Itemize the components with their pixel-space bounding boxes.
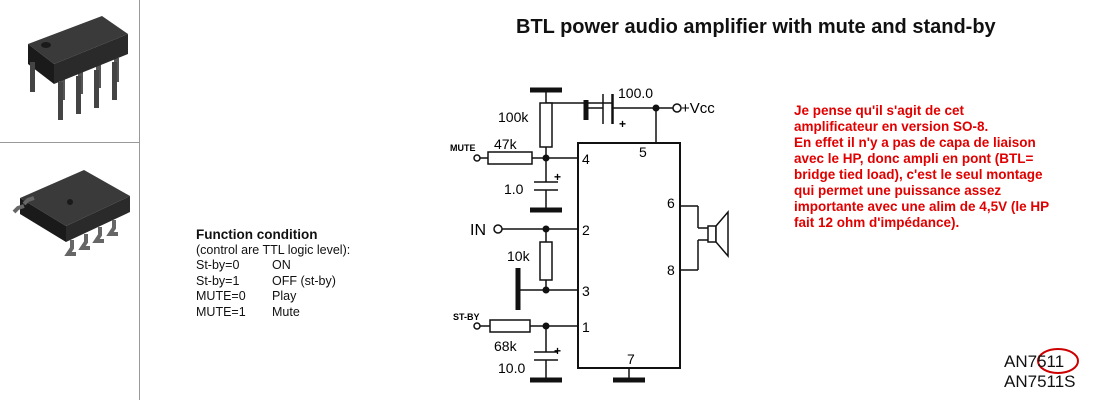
table-row: MUTE=0 Play: [196, 289, 336, 305]
package-illustrations: [12, 16, 130, 256]
annotation-note: Je pense qu'il s'agit de cet amplificate…: [794, 103, 1094, 231]
part-number-dip: AN7511: [1004, 352, 1065, 371]
stby-terminal: [473, 322, 481, 330]
pin-8: 8: [667, 262, 675, 278]
label-plus-c100: +: [619, 117, 626, 131]
resistor-100k: [539, 102, 553, 148]
condition-key: St-by=0: [196, 258, 240, 272]
condition-key: St-by=1: [196, 273, 240, 288]
vcc-terminal: [672, 103, 682, 113]
pin-4: 4: [582, 151, 590, 167]
note-line: amplificateur en version SO-8.: [794, 119, 989, 134]
so8-package-image: [12, 170, 130, 256]
note-line: importante avec une alim de 4,5V (le HP: [794, 199, 1050, 214]
label-100k: 100k: [498, 109, 529, 125]
function-condition: Function condition (control are TTL logi…: [196, 227, 350, 320]
in-terminal: [493, 224, 503, 234]
note-line: Je pense qu'il s'agit de cet: [794, 103, 964, 118]
label-1-0: 1.0: [504, 181, 524, 197]
highlight-circle: [1037, 348, 1079, 374]
resistor-47k: [487, 151, 533, 165]
pin-5: 5: [639, 144, 647, 160]
junction-dots: [542, 104, 660, 330]
package-divider: [0, 142, 140, 143]
label-100-0: 100.0: [618, 85, 653, 101]
function-condition-subheading: (control are TTL logic level):: [196, 242, 351, 257]
pin-2: 2: [582, 222, 590, 238]
label-plus-c1: +: [554, 170, 561, 184]
pin-1: 1: [582, 319, 590, 335]
ic-body: [577, 142, 681, 369]
condition-value: ON: [272, 258, 291, 272]
label-68k: 68k: [494, 338, 518, 354]
label-mute: MUTE: [450, 143, 476, 153]
label-stby: ST-BY: [453, 312, 480, 322]
pin-3: 3: [582, 283, 590, 299]
speaker-icon: [707, 209, 729, 259]
resistor-10k: [539, 241, 553, 281]
label-plus-c10: +: [554, 344, 561, 358]
pin-7: 7: [627, 351, 635, 367]
label-10-0: 10.0: [498, 360, 525, 376]
label-47k: 47k: [494, 136, 518, 152]
package-images-panel: [0, 0, 140, 400]
note-line: avec le HP, donc ampli en pont (BTL=: [794, 151, 1034, 166]
mute-terminal: [473, 154, 481, 162]
label-in: IN: [470, 222, 486, 239]
label-10k: 10k: [507, 248, 531, 264]
note-line: qui permet une puissance assez: [794, 183, 1002, 198]
condition-value: Mute: [272, 304, 300, 319]
condition-value: Play: [272, 289, 297, 303]
note-line: fait 12 ohm d'impédance).: [794, 215, 960, 230]
function-condition-table: St-by=0 ON St-by=1 OFF (st-by) MUTE=0 Pl…: [196, 258, 336, 320]
label-vcc: +Vcc: [681, 100, 715, 117]
table-row: St-by=0 ON: [196, 258, 336, 274]
table-row: MUTE=1 Mute: [196, 305, 336, 321]
note-line: En effet il n'y a pas de capa de liaison: [794, 135, 1036, 150]
function-condition-heading: Function condition: [196, 227, 318, 242]
condition-key: MUTE=1: [196, 304, 246, 319]
condition-key: MUTE=0: [196, 289, 246, 303]
part-number-so8: AN7511S: [1004, 372, 1076, 391]
dip8-package-image: [28, 16, 128, 120]
resistor-68k: [489, 319, 531, 333]
pin-6: 6: [667, 195, 675, 211]
table-row: St-by=1 OFF (st-by): [196, 274, 336, 290]
condition-value: OFF (st-by): [272, 273, 336, 288]
diagram-title: BTL power audio amplifier with mute and …: [516, 16, 996, 38]
note-line: bridge tied load), c'est le seul montage: [794, 167, 1043, 182]
